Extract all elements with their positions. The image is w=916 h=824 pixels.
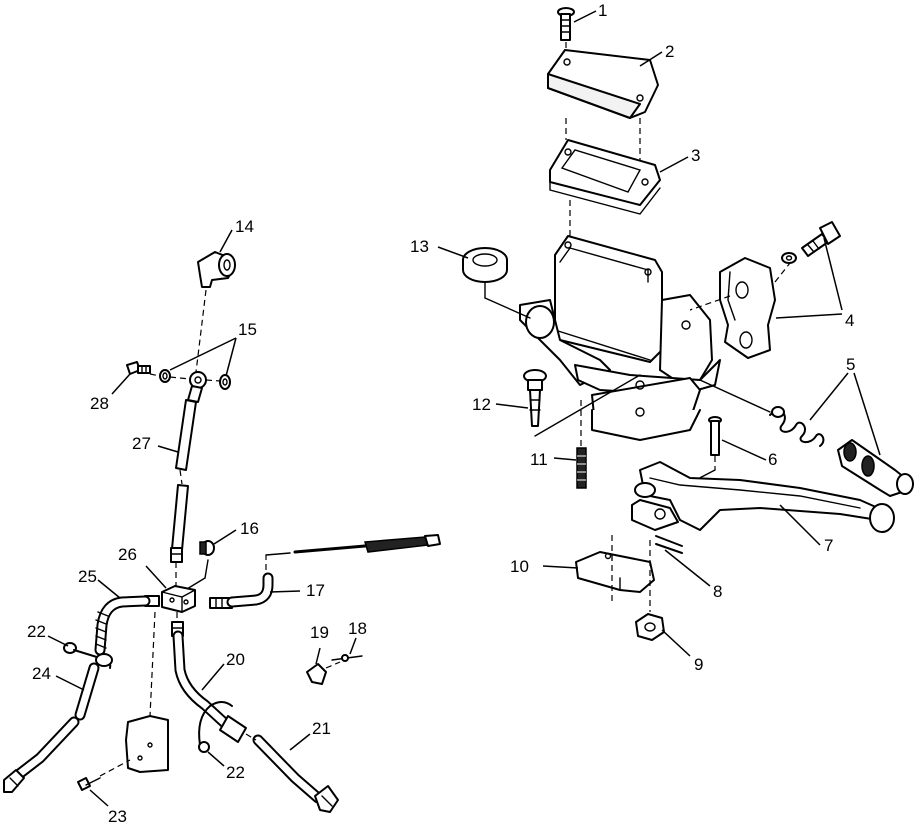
part-6-pivot-bolt bbox=[708, 416, 722, 456]
callout-11: 11 bbox=[530, 450, 548, 469]
part-28-bolt bbox=[126, 361, 151, 375]
callout-21: 21 bbox=[312, 719, 331, 738]
part-17-cable bbox=[293, 534, 441, 554]
part-20-brake-hose bbox=[171, 621, 247, 743]
callout-16: 16 bbox=[240, 519, 259, 538]
part-17-brake-line bbox=[209, 572, 274, 609]
part-1-cover-screw bbox=[557, 7, 575, 41]
master-cylinder-body bbox=[519, 235, 721, 441]
part-15-banjo bbox=[187, 371, 207, 403]
part-23-mount-plate bbox=[125, 715, 169, 773]
callout-19: 19 bbox=[310, 623, 329, 642]
callout-22-center: 22 bbox=[226, 763, 245, 782]
callout-leader-lines bbox=[47, 10, 881, 807]
part-4-clamp-bolt bbox=[801, 221, 841, 257]
part-13-boot bbox=[462, 247, 508, 283]
part-21-brake-hose bbox=[252, 734, 339, 813]
callout-18: 18 bbox=[348, 619, 367, 638]
part-3-diaphragm bbox=[549, 139, 661, 215]
part-18-pin bbox=[331, 654, 363, 662]
part-24-brake-hose bbox=[3, 662, 100, 793]
callout-10: 10 bbox=[510, 557, 529, 576]
callout-24: 24 bbox=[32, 664, 51, 683]
callout-25: 25 bbox=[78, 567, 97, 586]
callout-5: 5 bbox=[846, 355, 855, 374]
part-10-brake-switch bbox=[575, 551, 655, 593]
part-9-nut bbox=[635, 613, 665, 641]
part-8-lever-pin bbox=[655, 535, 683, 554]
callout-28: 28 bbox=[90, 394, 109, 413]
part-25-brake-hose bbox=[94, 595, 160, 656]
callout-7: 7 bbox=[824, 536, 833, 555]
part-14-elbow-fitting bbox=[197, 251, 236, 288]
callout-14: 14 bbox=[235, 217, 254, 236]
callout-9: 9 bbox=[694, 655, 703, 674]
callout-13: 13 bbox=[410, 237, 429, 256]
part-23-screw bbox=[77, 777, 101, 791]
part-27-brake-line bbox=[170, 399, 197, 563]
callout-23: 23 bbox=[108, 807, 127, 824]
callout-6: 6 bbox=[768, 450, 777, 469]
callout-27: 27 bbox=[132, 434, 151, 453]
callout-20: 20 bbox=[226, 650, 245, 669]
part-2-reservoir-cover bbox=[547, 49, 659, 119]
callout-22-left: 22 bbox=[27, 622, 46, 641]
callout-15: 15 bbox=[238, 320, 257, 339]
part-19-clip bbox=[306, 663, 327, 685]
part-4-clamp-washer bbox=[781, 252, 797, 264]
part-15-washer-left bbox=[159, 369, 171, 383]
part-15-washer-right bbox=[219, 374, 231, 390]
callout-8: 8 bbox=[713, 582, 722, 601]
part-5-spring bbox=[769, 406, 825, 447]
part-16-bleeder bbox=[199, 540, 215, 556]
callout-17: 17 bbox=[306, 581, 325, 600]
part-4-handlebar-clamp bbox=[719, 257, 776, 359]
part-7-brake-lever bbox=[631, 461, 895, 533]
callout-1: 1 bbox=[598, 1, 607, 20]
callout-2: 2 bbox=[665, 42, 674, 61]
part-12-banjo-bolt bbox=[523, 369, 547, 427]
callout-12: 12 bbox=[472, 395, 491, 414]
callout-4: 4 bbox=[845, 311, 854, 330]
callout-26: 26 bbox=[118, 545, 137, 564]
part-5-piston bbox=[837, 439, 914, 497]
callout-3: 3 bbox=[691, 146, 700, 165]
part-11-screw bbox=[576, 447, 587, 489]
part-22-clamp-center bbox=[198, 701, 233, 753]
part-26-junction-block bbox=[161, 585, 196, 613]
